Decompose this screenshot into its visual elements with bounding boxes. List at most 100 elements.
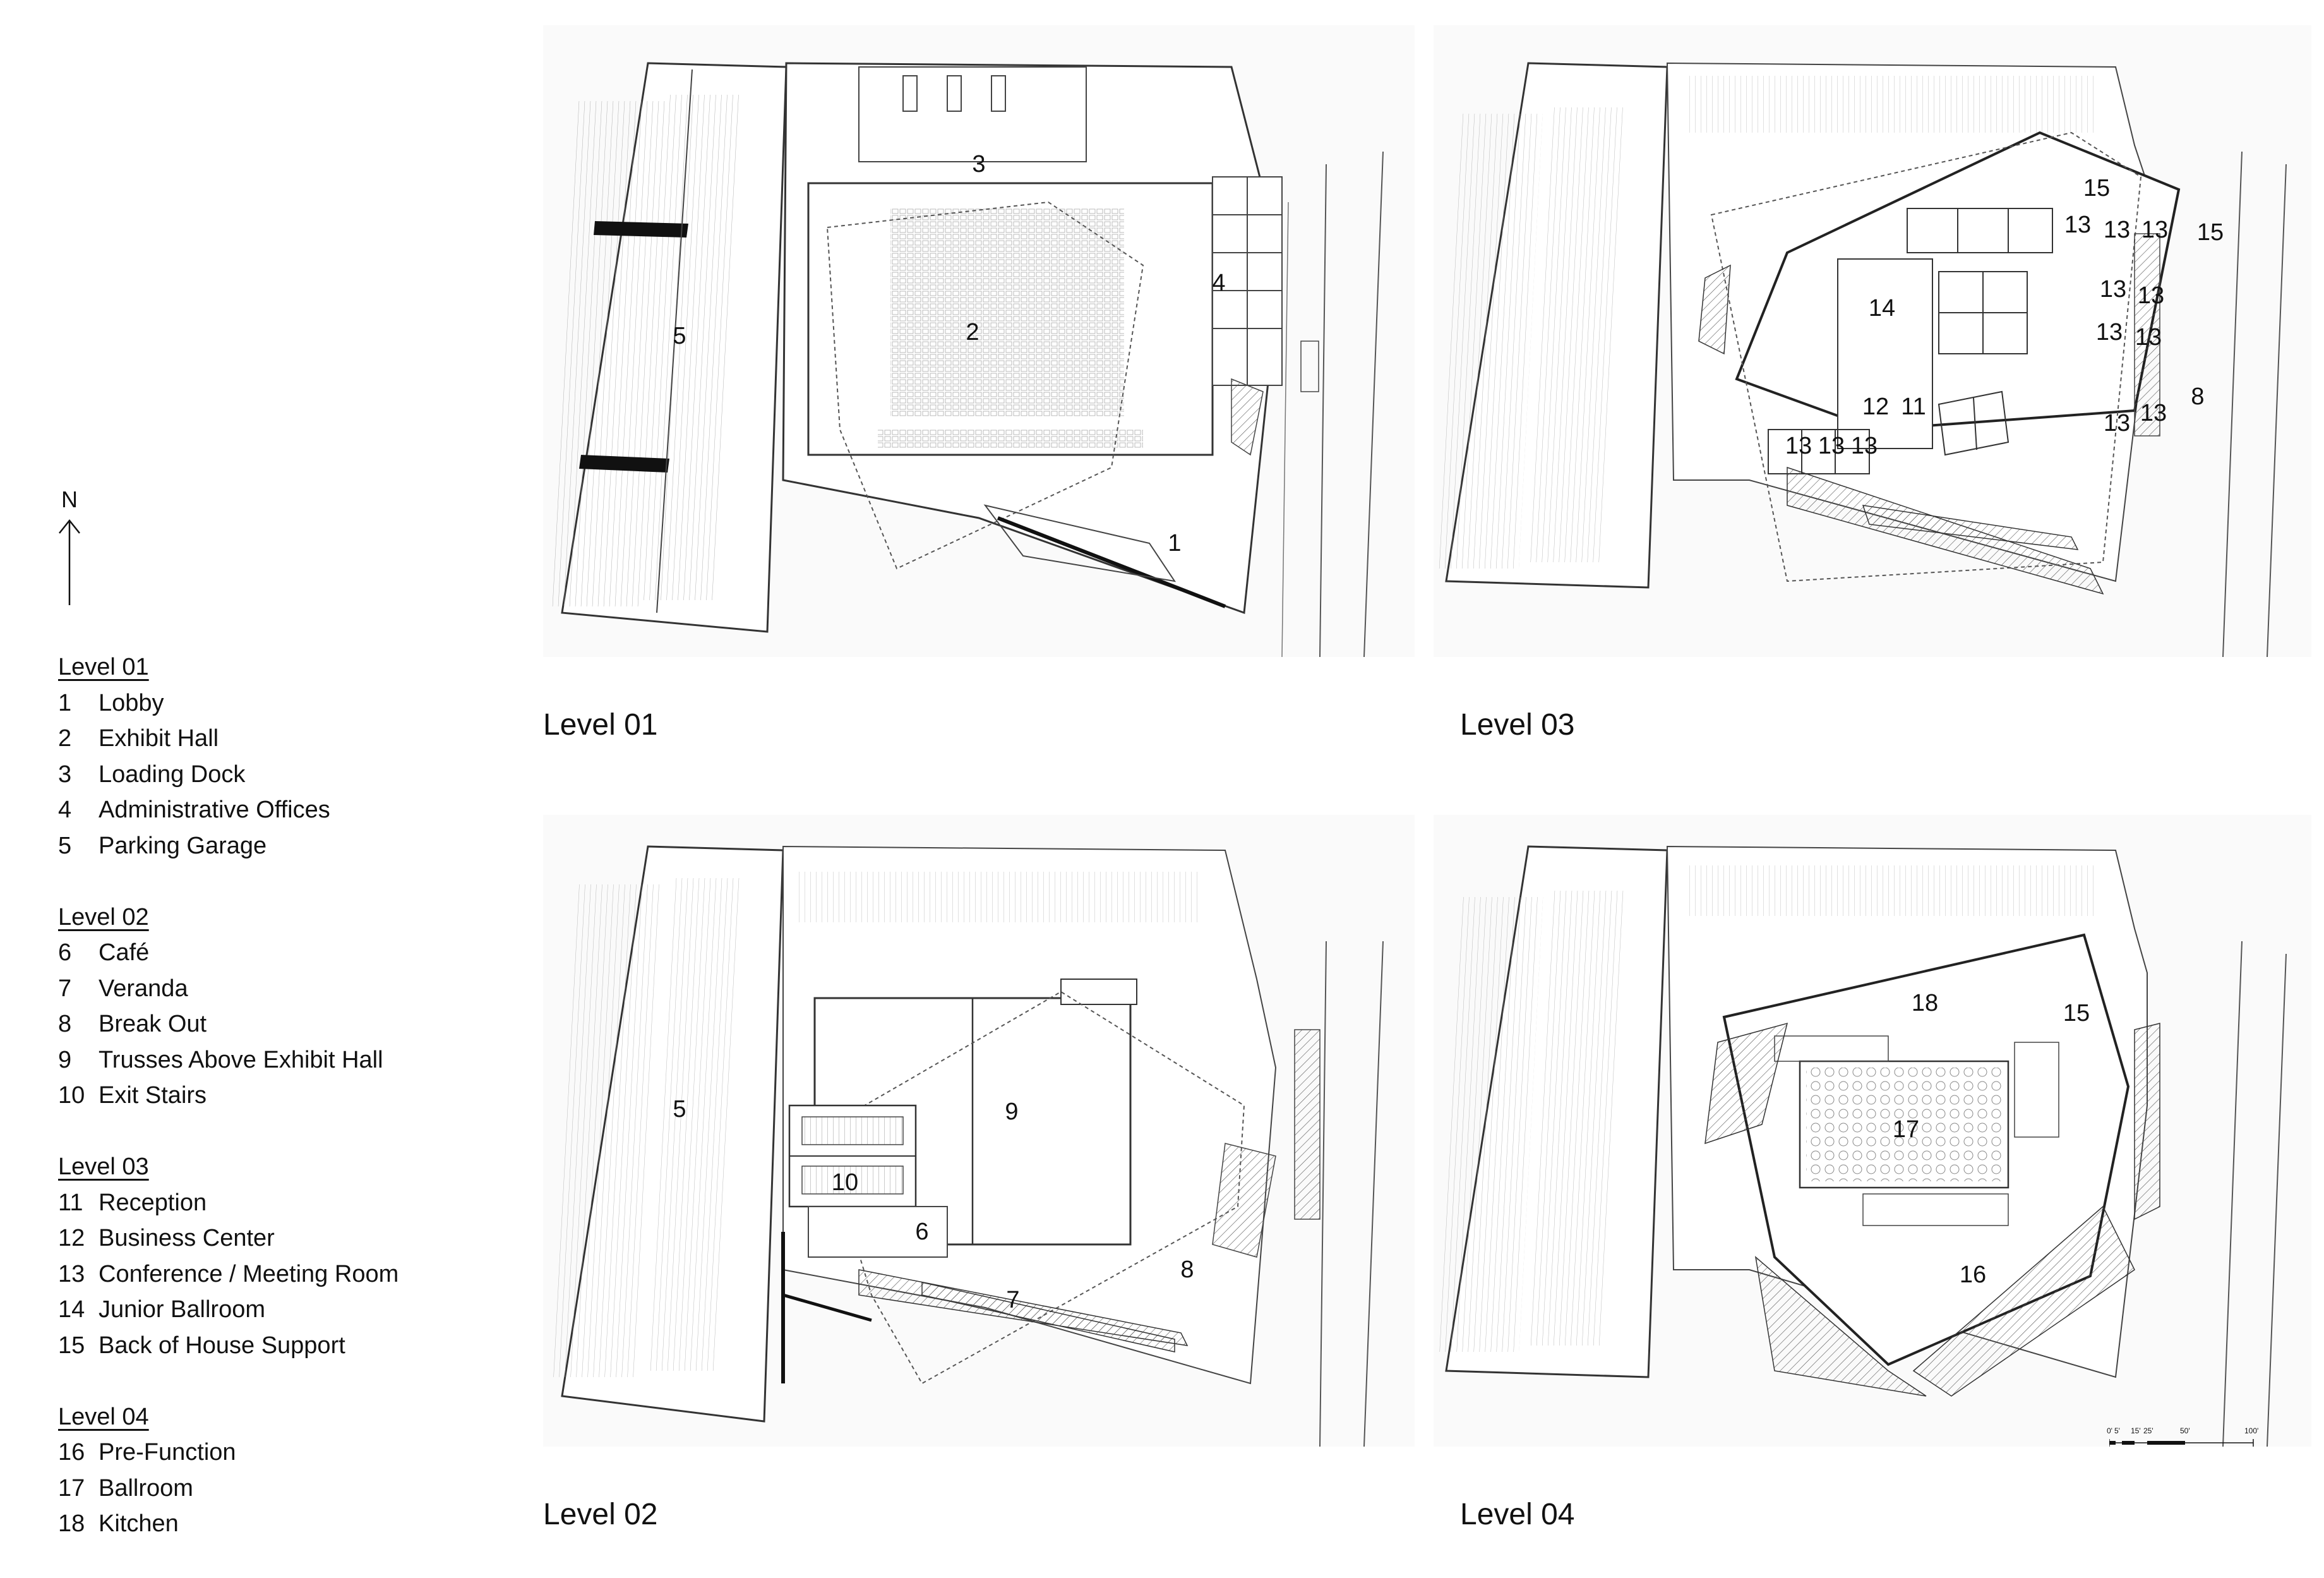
room-label-13: 13 bbox=[2096, 319, 2123, 346]
legend-label: Exhibit Hall bbox=[99, 725, 219, 752]
legend-heading: Level 01 bbox=[58, 654, 149, 680]
scale-label: 25' bbox=[2143, 1426, 2153, 1435]
legend-number: 4 bbox=[58, 797, 72, 823]
legend-label: Business Center bbox=[99, 1225, 275, 1251]
legend-label: Parking Garage bbox=[99, 832, 267, 859]
floor-plan-level01-drawing: 5 2 3 4 1 bbox=[550, 62, 1384, 657]
room-label-5: 5 bbox=[673, 323, 686, 349]
legend-label: Conference / Meeting Room bbox=[99, 1260, 399, 1287]
room-label-13: 13 bbox=[2100, 276, 2126, 303]
legend-number: 9 bbox=[58, 1046, 72, 1073]
floor-plan-level01: 5 2 3 4 1 Level 01 bbox=[543, 25, 1415, 742]
legend-label: Junior Ballroom bbox=[99, 1296, 265, 1323]
legend-number: 11 bbox=[58, 1189, 83, 1216]
legend-number: 13 bbox=[58, 1260, 85, 1287]
room-label-11: 11 bbox=[1901, 394, 1926, 420]
legend-label: Administrative Offices bbox=[99, 797, 330, 823]
floor-plan-level03-drawing: 15 15 13 13 13 13 13 13 13 14 12 11 8 13… bbox=[1436, 62, 2287, 657]
legend-label: Lobby bbox=[99, 689, 164, 716]
room-label-7: 7 bbox=[1006, 1287, 1019, 1313]
room-label-18: 18 bbox=[1912, 990, 1938, 1016]
room-label-13: 13 bbox=[2140, 400, 2167, 426]
legend-number: 18 bbox=[58, 1510, 85, 1537]
room-label-15: 15 bbox=[2063, 1000, 2090, 1027]
room-label-13: 13 bbox=[2135, 324, 2162, 351]
room-label-8: 8 bbox=[1180, 1256, 1194, 1283]
room-label-12: 12 bbox=[1862, 394, 1889, 420]
legend-item: 9 Trusses Above Exhibit Hall bbox=[58, 1042, 513, 1078]
legend-number: 10 bbox=[58, 1082, 85, 1109]
north-indicator: N bbox=[57, 486, 82, 606]
room-label-13: 13 bbox=[1851, 433, 1878, 459]
plan-caption-level02: Level 02 bbox=[543, 1498, 658, 1531]
scale-label: 15' bbox=[2131, 1426, 2141, 1435]
room-label-10: 10 bbox=[832, 1169, 858, 1196]
legend-item: 2 Exhibit Hall bbox=[58, 721, 513, 757]
room-label-14: 14 bbox=[1869, 295, 1895, 322]
room-label-16: 16 bbox=[1960, 1262, 1986, 1288]
room-label-15: 15 bbox=[2083, 175, 2110, 202]
legend-label: Exit Stairs bbox=[99, 1082, 207, 1109]
legend-item: 1 Lobby bbox=[58, 685, 513, 721]
scale-label: 0' bbox=[2107, 1426, 2112, 1435]
room-label-13: 13 bbox=[1785, 433, 1812, 459]
room-label-5: 5 bbox=[673, 1096, 686, 1123]
scale-bar-graphic bbox=[2109, 1439, 2254, 1447]
room-label-13: 13 bbox=[1818, 433, 1845, 459]
legend-item: 4 Administrative Offices bbox=[58, 792, 513, 828]
floor-plan-level02-drawing: 5 6 7 8 9 10 bbox=[551, 845, 1384, 1447]
legend-item: 11 Reception bbox=[58, 1185, 513, 1221]
north-label: N bbox=[61, 486, 78, 512]
legend-number: 8 bbox=[58, 1011, 72, 1037]
legend-number: 15 bbox=[58, 1332, 85, 1359]
legend-item: 13 Conference / Meeting Room bbox=[58, 1256, 513, 1292]
legend-label: Café bbox=[99, 939, 150, 966]
legend-item: 10 Exit Stairs bbox=[58, 1078, 513, 1114]
scale-label: 100' bbox=[2244, 1426, 2259, 1435]
legend-label: Reception bbox=[99, 1189, 207, 1216]
room-label-1: 1 bbox=[1168, 530, 1181, 557]
legend-number: 2 bbox=[58, 725, 72, 752]
floor-plan-level02: 5 6 7 8 9 10 Level 02 bbox=[543, 815, 1415, 1531]
scale-bar: 0' 5' 15' 25' 50' 100' bbox=[2107, 1426, 2258, 1451]
legend-label: Pre-Function bbox=[99, 1439, 236, 1466]
legend-heading: Level 04 bbox=[58, 1403, 149, 1430]
room-label-3: 3 bbox=[972, 151, 985, 178]
legend-item: 8 Break Out bbox=[58, 1006, 513, 1042]
legend-label: Veranda bbox=[99, 975, 188, 1002]
legend-number: 1 bbox=[58, 689, 72, 716]
legend-label: Loading Dock bbox=[99, 761, 246, 788]
room-label-9: 9 bbox=[1005, 1099, 1018, 1125]
legend-label: Ballroom bbox=[99, 1474, 193, 1502]
legend-item: 14 Junior Ballroom bbox=[58, 1292, 513, 1328]
room-label-6: 6 bbox=[915, 1219, 928, 1245]
plan-caption-level04: Level 04 bbox=[1460, 1498, 1575, 1531]
floor-plan-level04-drawing: 18 15 17 16 bbox=[1437, 845, 2287, 1447]
legend-heading: Level 03 bbox=[58, 1153, 149, 1180]
legend-item: 6 Café bbox=[58, 935, 513, 971]
room-label-13: 13 bbox=[2104, 217, 2130, 243]
room-label-13: 13 bbox=[2138, 282, 2164, 309]
floor-plan-level04: 18 15 17 16 Level 04 bbox=[1434, 815, 2311, 1531]
room-label-17: 17 bbox=[1893, 1116, 1919, 1143]
legend-label: Break Out bbox=[99, 1011, 207, 1037]
scale-label: 5' bbox=[2114, 1426, 2120, 1435]
room-label-2: 2 bbox=[966, 319, 979, 346]
room-label-4: 4 bbox=[1212, 270, 1225, 296]
legend-label: Trusses Above Exhibit Hall bbox=[99, 1046, 383, 1073]
legend-number: 14 bbox=[58, 1296, 85, 1323]
legend-number: 6 bbox=[58, 939, 72, 966]
room-label-8: 8 bbox=[2191, 383, 2204, 410]
room-label-13: 13 bbox=[2104, 410, 2130, 437]
scale-label: 50' bbox=[2180, 1426, 2190, 1435]
room-label-13: 13 bbox=[2141, 217, 2168, 243]
